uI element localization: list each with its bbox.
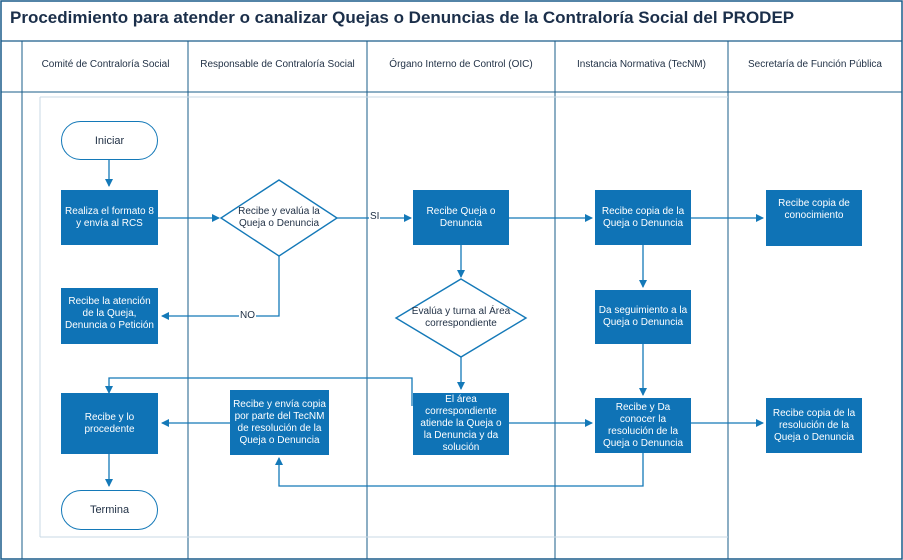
start-terminator: Iniciar: [61, 121, 158, 160]
process-copia-sfp: Recibe copia de conocimiento: [766, 190, 862, 246]
process-recibe-oic: Recibe Queja o Denuncia: [413, 190, 509, 245]
edge-label-no: NO: [239, 310, 256, 321]
lane-header-tecnm: Instancia Normativa (TecNM): [577, 59, 706, 70]
process-resolucion-tecnm: Recibe y Da conocer la resolución de la …: [595, 398, 691, 453]
process-seguimiento: Da seguimiento a la Queja o Denuncia: [595, 290, 691, 344]
lane-header-oic: Órgano Interno de Control (OIC): [389, 59, 533, 70]
process-envia-copia: Recibe y envía copia por parte del TecNM…: [230, 390, 329, 455]
process-copia-tecnm: Recibe copia de la Queja o Denuncia: [595, 190, 691, 245]
process-recibe-procedente: Recibe y lo procedente: [61, 393, 158, 454]
process-recibe-atencion: Recibe la atención de la Queja, Denuncia…: [61, 288, 158, 344]
end-terminator: Termina: [61, 490, 158, 530]
decision-turna-text: Evalúa y turna al Área correspondiente: [411, 306, 511, 329]
arrow-resolucion-envia: [275, 453, 644, 487]
page-title: Procedimiento para atender o canalizar Q…: [10, 8, 795, 27]
arrow-area-procedente: [105, 377, 413, 406]
edge-label-si: SI: [369, 211, 381, 222]
lane-header-comite: Comité de Contraloría Social: [41, 59, 170, 70]
process-copia-resolucion-sfp: Recibe copia de la resolución de la Quej…: [766, 398, 862, 453]
lane-header-rcs: Responsable de Contraloría Social: [200, 59, 355, 70]
process-realiza-formato: Realiza el formato 8 y envía al RCS: [61, 190, 158, 245]
arrow-no-atencion: [161, 256, 280, 320]
decision-evalua-text: Recibe y evalúa la Queja o Denuncia: [238, 206, 320, 229]
process-area-atiende: El área correspondiente atiende la Queja…: [413, 393, 509, 455]
lane-header-sfp: Secretaría de Función Pública: [748, 59, 882, 70]
